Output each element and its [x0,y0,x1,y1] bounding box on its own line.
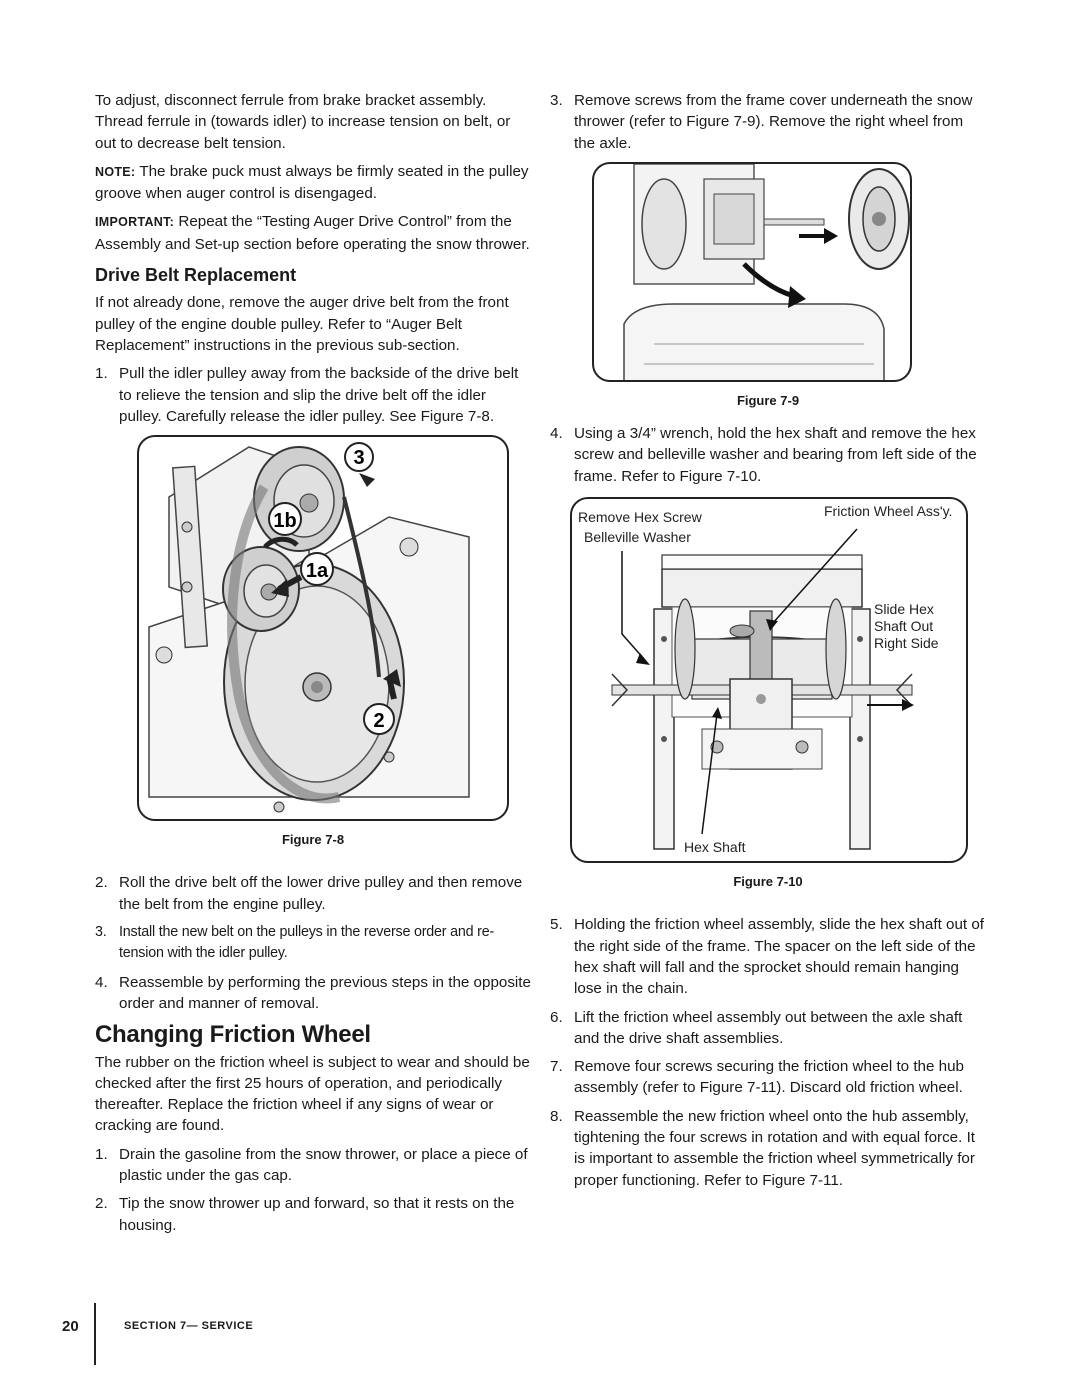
left-column: To adjust, disconnect ferrule from brake… [95,90,531,1244]
wheel-removal-illustration [623,163,910,380]
list-item: 1.Pull the idler pulley away from the ba… [95,365,519,425]
list-item: 4.Reassemble by performing the previous … [95,973,531,1012]
label-remove-hex-screw: Remove Hex Screw [578,509,702,526]
list-item: 8.Reassemble the new friction wheel onto… [550,1107,976,1189]
figure-7-8: 3 1b 1a 2 [137,435,509,822]
important-paragraph: IMPORTANT: Repeat the “Testing Auger Dri… [95,211,531,255]
list-item: 3.Install the new belt on the pulleys in… [95,924,495,962]
figure-7-8-caption: Figure 7-8 [281,832,345,848]
figure-7-9 [592,161,912,382]
callout-1b: 1b [273,510,296,532]
figure-7-9-caption: Figure 7-9 [736,392,800,408]
page-number: 20 [62,1318,79,1335]
note-paragraph: NOTE: The brake puck must always be firm… [95,161,531,205]
list-item: 2.Tip the snow thrower up and forward, s… [95,1195,515,1234]
label-belleville-washer: Belleville Washer [584,529,691,546]
important-label: IMPORTANT: [95,215,175,230]
callout-3: 3 [353,447,364,469]
changing-friction-wheel-heading: Changing Friction Wheel [95,1021,371,1049]
figure-7-10: Remove Hex Screw Belleville Washer Frict… [570,497,968,864]
friction-wheel-frame-illustration [611,528,914,850]
note-text: The brake puck must always be firmly sea… [95,162,529,203]
figure-7-10-caption: Figure 7-10 [733,874,803,890]
list-item: 6.Lift the friction wheel assembly out b… [550,1008,963,1047]
list-item: 7.Remove four screws securing the fricti… [550,1058,965,1097]
footer-divider [94,1303,96,1365]
section-label: SECTION 7— SERVICE [124,1320,254,1332]
list-item: 5.Holding the friction wheel assembly, s… [550,916,985,998]
list-item: 3.Remove screws from the frame cover und… [550,92,973,152]
label-hex-shaft: Hex Shaft [684,839,746,856]
right-column: 3.Remove screws from the frame cover und… [550,90,986,1199]
drive-belt-intro: If not already done, remove the auger dr… [95,294,509,354]
friction-wheel-intro: The rubber on the friction wheel is subj… [95,1053,530,1135]
label-shaft-out: Shaft Out [874,618,934,635]
label-right-side: Right Side [874,635,939,652]
pulley-illustration: 3 1b 1a 2 [148,442,470,813]
label-slide-hex: Slide Hex [874,601,934,618]
label-friction-wheel: Friction Wheel Ass'y. [824,503,953,520]
drive-belt-subheading: Drive Belt Replacement [95,265,297,286]
brake-adjust-paragraph: To adjust, disconnect ferrule from brake… [95,92,511,152]
list-item: 2.Roll the drive belt off the lower driv… [95,874,523,913]
note-label: NOTE: [95,164,136,179]
list-item: 4.Using a 3/4” wrench, hold the hex shaf… [550,425,977,485]
callout-1a: 1a [306,560,329,582]
important-text: Repeat the “Testing Auger Drive Control”… [95,213,530,253]
list-item: 1.Drain the gasoline from the snow throw… [95,1145,528,1185]
callout-2: 2 [373,710,384,732]
